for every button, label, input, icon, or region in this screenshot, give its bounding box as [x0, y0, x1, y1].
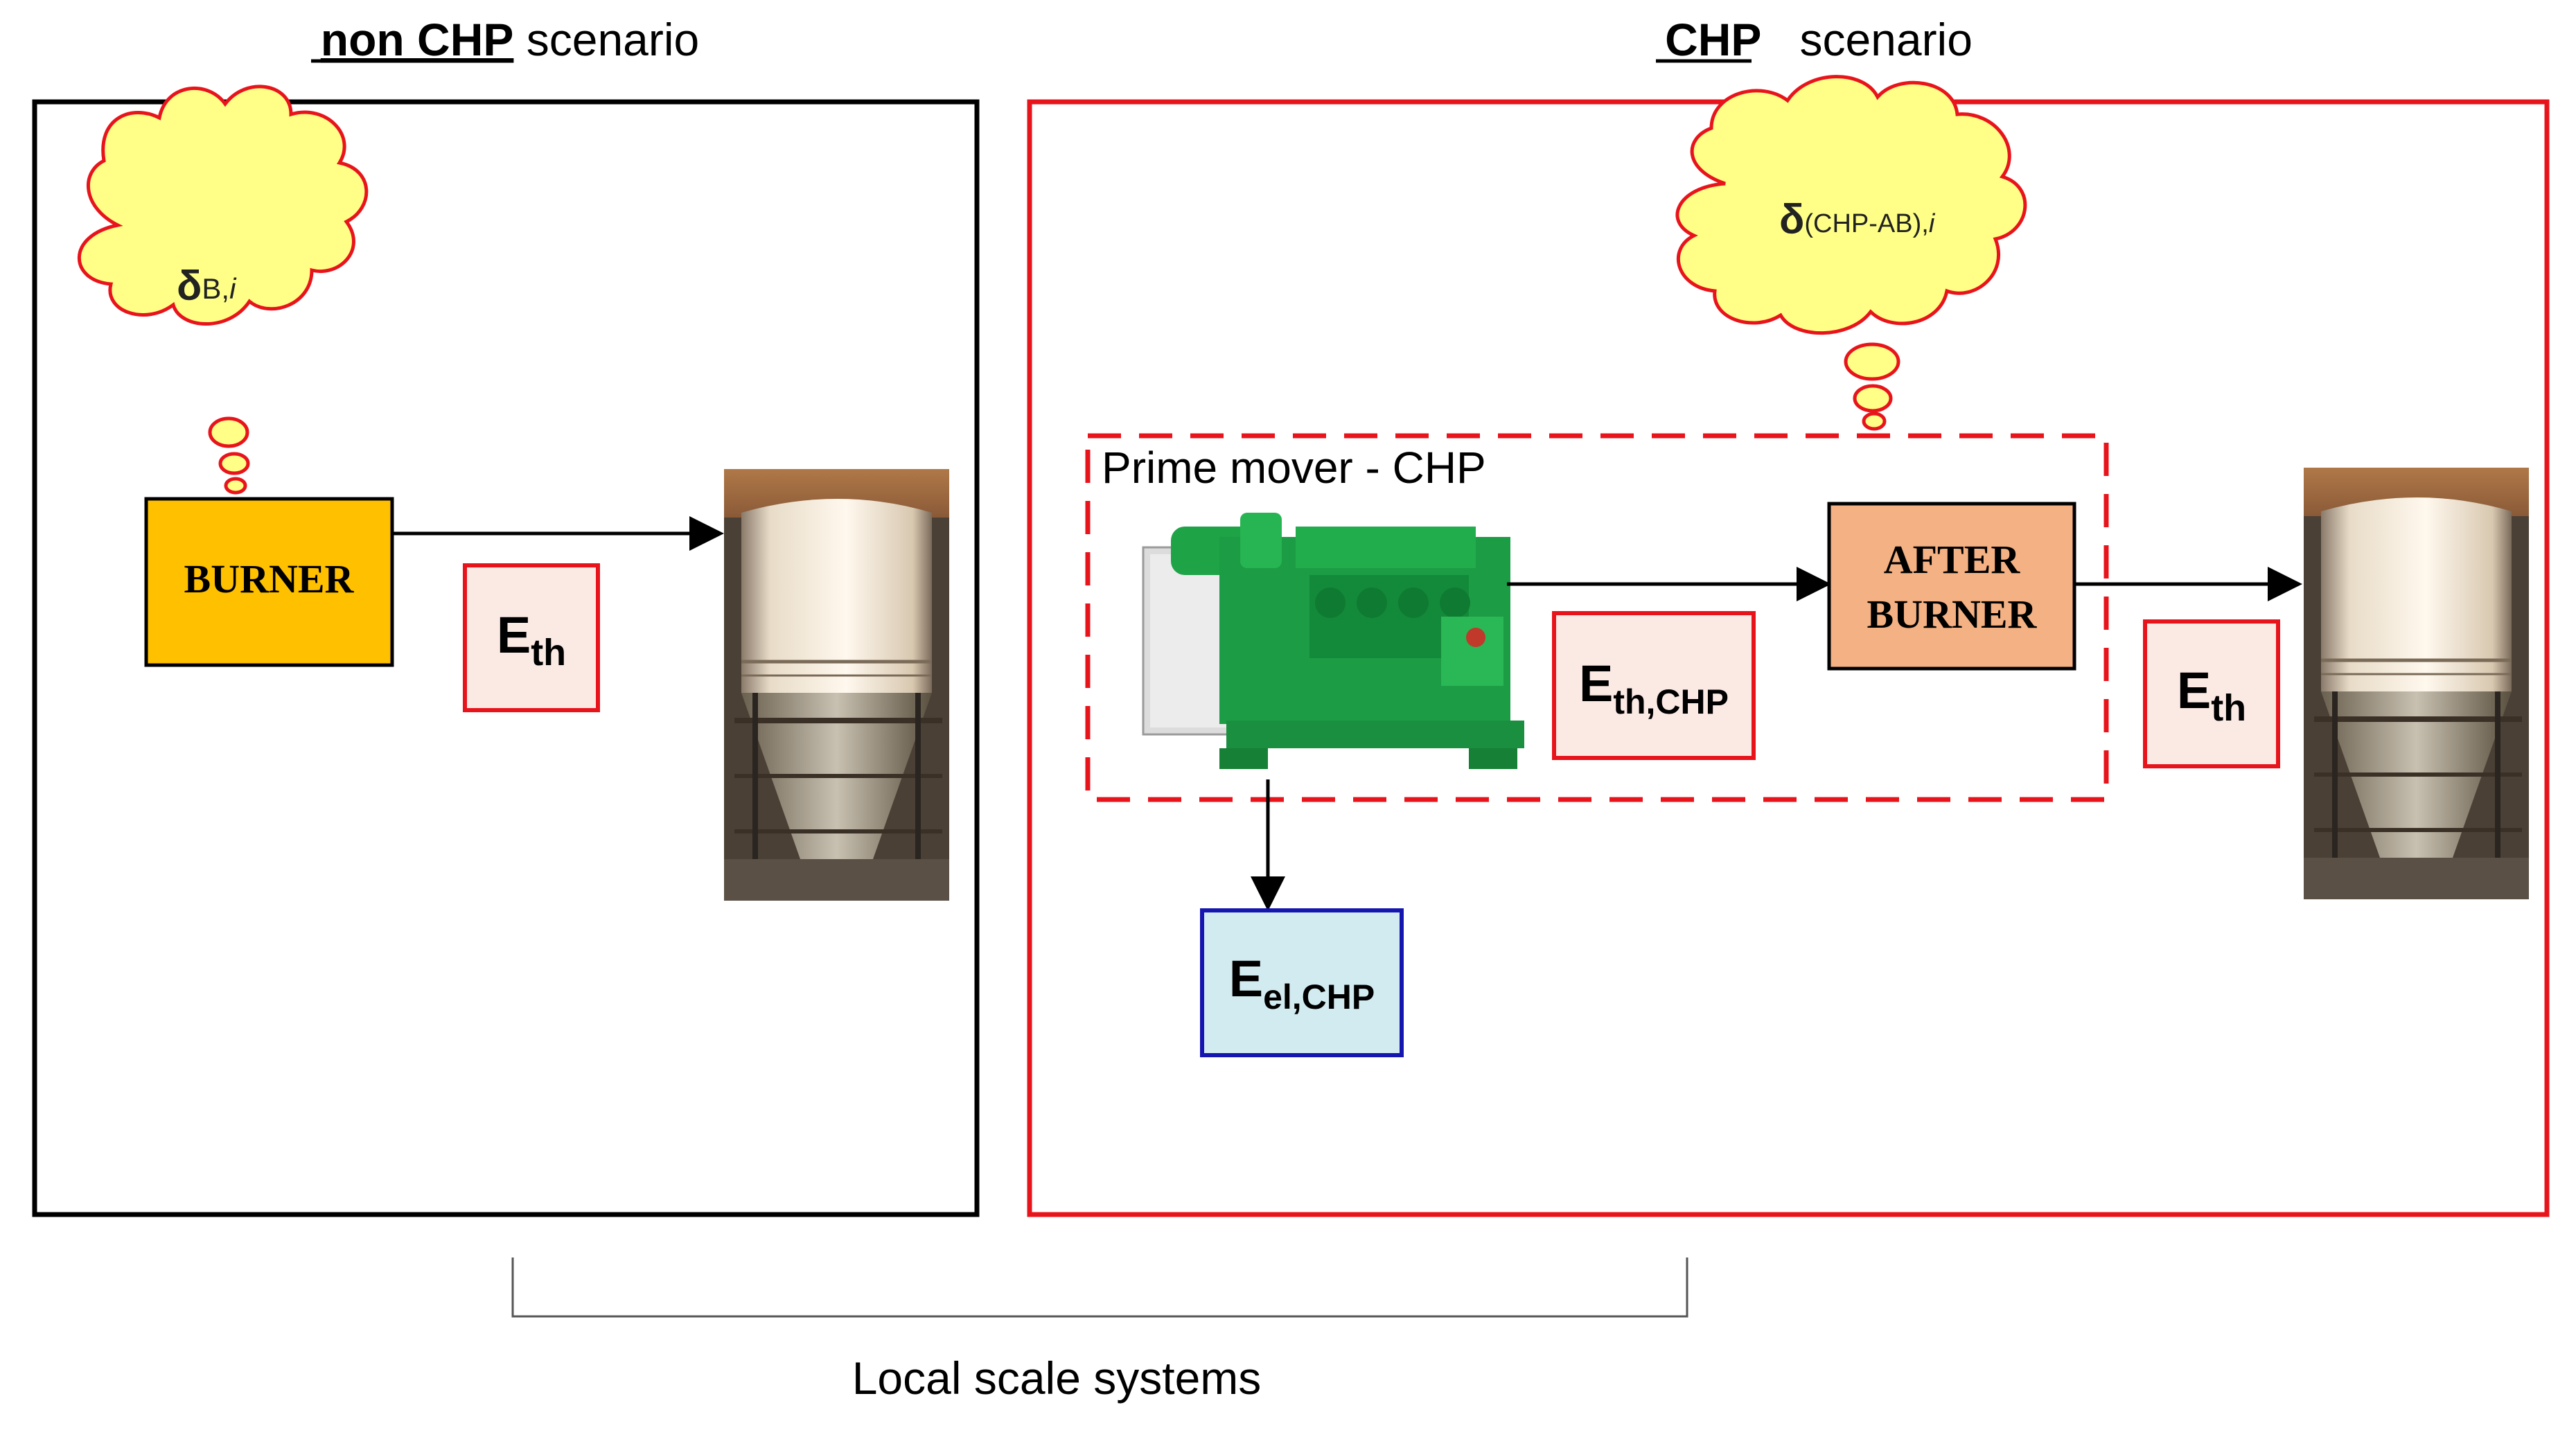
cloud-sub-burner: B, — [202, 272, 229, 305]
left-title-rest: scenario — [513, 14, 699, 65]
chp-engine-image — [1142, 513, 1524, 769]
non-chp-panel — [32, 99, 980, 1217]
silo-image-right — [2304, 468, 2529, 899]
right-title-bold: CHP — [1665, 14, 1761, 65]
cloud-sub-italic-burner: i — [229, 272, 237, 305]
eth-chp-box — [1552, 611, 1756, 760]
chp-emission-cloud — [1675, 75, 2027, 431]
eth-sub-right: th — [2211, 687, 2246, 729]
prime-mover-label: Prime mover - CHP — [1102, 443, 1486, 493]
local-scale-label: Local scale systems — [852, 1352, 1262, 1404]
eel-chp-box — [1200, 908, 1404, 1057]
burner-emission-cloud — [77, 85, 369, 495]
eth-chp-label: Eth,CHP — [1579, 655, 1729, 721]
silo-image-left — [724, 469, 949, 901]
left-title: non CHP scenario — [321, 14, 699, 65]
cloud-delta-chp: δ(CHP-AB),i — [1779, 196, 1936, 242]
local-scale-bracket — [511, 1257, 1688, 1318]
burner-box — [144, 497, 394, 667]
after-burner-label-line2: BURNER — [1867, 592, 2038, 637]
cloud-sub-chp: (CHP-AB), — [1804, 209, 1928, 238]
right-title-rest: scenario — [1761, 14, 1972, 65]
eel-chp-sub: el,CHP — [1263, 978, 1375, 1016]
eth-chp-sub: th,CHP — [1613, 682, 1729, 721]
eth-sub-left: th — [531, 632, 566, 673]
after-burner-box — [1827, 502, 2076, 671]
eth-label-right: Eth — [2177, 662, 2246, 729]
right-title: CHP scenario — [1665, 14, 1973, 65]
eth-box-right — [2143, 619, 2280, 768]
eth-label-left: Eth — [497, 606, 566, 673]
cloud-delta-burner: δB,i — [177, 263, 237, 309]
after-burner-label-line1: AFTER — [1884, 537, 2021, 582]
prime-mover-boundary — [1085, 433, 2109, 802]
eth-box-left — [463, 563, 600, 712]
burner-label: BURNER — [184, 556, 355, 601]
left-title-bold: non CHP — [321, 14, 514, 65]
cloud-sub-italic-chp: i — [1929, 209, 1936, 238]
eel-chp-label: Eel,CHP — [1229, 950, 1375, 1016]
